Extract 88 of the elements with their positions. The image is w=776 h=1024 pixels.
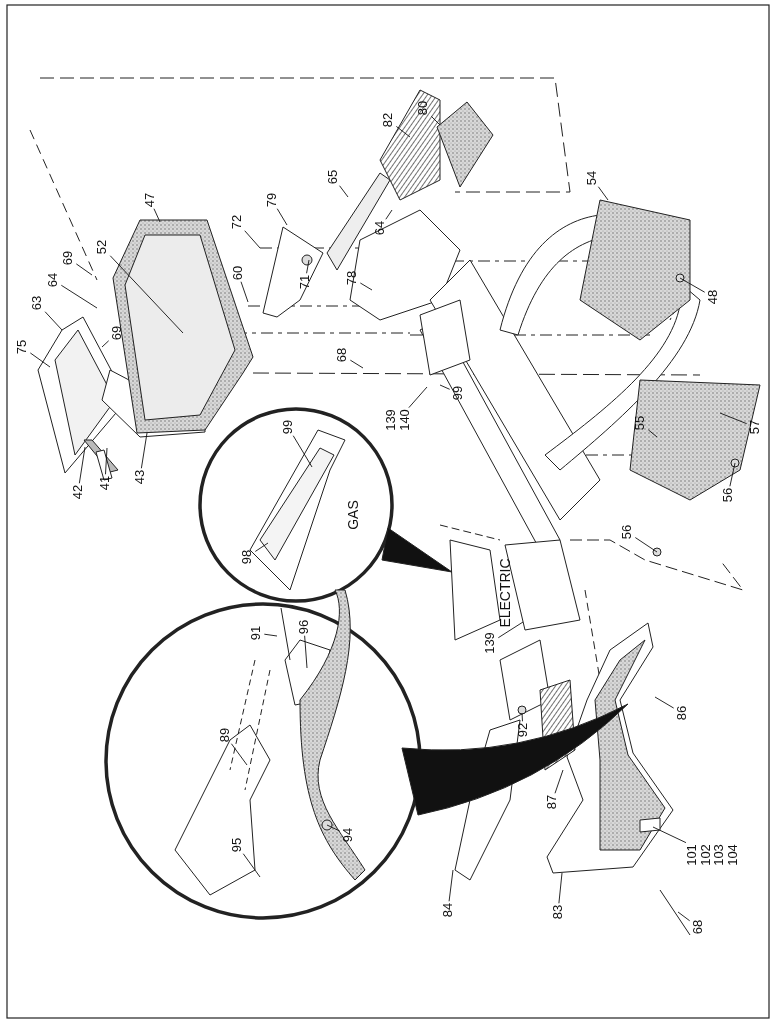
- callout-number: 87: [545, 794, 559, 810]
- callout-number: 99: [281, 419, 295, 435]
- callout-number: 101 102 103 104: [684, 844, 740, 866]
- callout-number: 78: [345, 270, 359, 286]
- callout-number: 98: [240, 549, 254, 565]
- leader-line: [60, 284, 98, 309]
- callout-number: 84: [441, 902, 455, 918]
- leader-line: [240, 281, 249, 303]
- leader-line: [44, 311, 63, 331]
- leader-line: [430, 115, 441, 126]
- leader-line: [408, 386, 428, 409]
- callout-number: 52: [95, 239, 109, 255]
- leader-line: [304, 635, 308, 669]
- callout-number: 64: [373, 220, 387, 236]
- leader-line: [263, 633, 278, 637]
- leader-line: [242, 853, 261, 878]
- callout-number: 80: [416, 100, 430, 116]
- leader-line: [78, 446, 86, 484]
- callout-number: 75: [15, 339, 29, 355]
- callout-number: 65: [326, 169, 340, 185]
- leader-line: [654, 696, 675, 709]
- leader-line: [395, 126, 411, 138]
- leader-line: [554, 769, 564, 794]
- callout-number: 89: [218, 727, 232, 743]
- leader-line: [109, 255, 184, 334]
- leader-line: [101, 340, 110, 348]
- callout-number: 82: [381, 112, 395, 128]
- leader-line: [105, 447, 108, 475]
- leader-line: [230, 743, 248, 766]
- callout-number: 92: [516, 722, 530, 738]
- callout-number: 60: [231, 265, 245, 281]
- callout-number: 139: [483, 632, 497, 654]
- leader-line: [339, 185, 349, 198]
- leader-line: [677, 911, 691, 922]
- callout-number: 41: [98, 475, 112, 491]
- callout-number: 68: [691, 919, 705, 935]
- callout-number: 48: [706, 289, 720, 305]
- leader-line: [647, 429, 658, 438]
- callout-number: 95: [230, 837, 244, 853]
- leader-line: [521, 712, 523, 722]
- callout-number: 54: [585, 170, 599, 186]
- callout-number: 99: [451, 385, 465, 401]
- leader-line: [729, 462, 736, 487]
- callout-number: 86: [675, 705, 689, 721]
- variant-label: ELECTRIC: [497, 558, 513, 628]
- callout-number: 56: [620, 524, 634, 540]
- leader-line: [140, 432, 148, 469]
- leader-line: [597, 186, 609, 201]
- leader-line: [634, 537, 658, 553]
- leader-line: [306, 259, 310, 274]
- callout-number: 57: [748, 419, 762, 435]
- callout-number: 43: [133, 469, 147, 485]
- callout-number: 96: [297, 619, 311, 635]
- leader-line: [244, 230, 261, 249]
- leader-line: [153, 208, 161, 223]
- leader-line: [326, 824, 341, 832]
- callout-number: 69: [110, 325, 124, 341]
- callout-number: 139 140: [384, 409, 412, 431]
- callout-number: 69: [61, 250, 75, 266]
- leader-line: [448, 869, 454, 902]
- leader-line: [359, 282, 373, 291]
- callout-number: 42: [71, 484, 85, 500]
- callout-number: 47: [143, 192, 157, 208]
- leader-line: [679, 277, 706, 293]
- callout-number: 91: [249, 625, 263, 641]
- callout-number: 94: [341, 827, 355, 843]
- callout-number: 63: [30, 295, 44, 311]
- callout-number: 79: [265, 192, 279, 208]
- leader-line: [385, 209, 393, 220]
- callout-number: 83: [551, 904, 565, 920]
- leader-line: [254, 542, 269, 552]
- leader-line: [719, 412, 748, 425]
- callout-number: 72: [230, 214, 244, 230]
- callout-number: 56: [721, 487, 735, 503]
- variant-label: GAS: [345, 500, 361, 530]
- callout-number: 68: [335, 347, 349, 363]
- leader-line: [439, 384, 451, 390]
- callout-number: 64: [46, 272, 60, 288]
- leader-line: [276, 208, 288, 226]
- leader-line: [558, 872, 563, 904]
- leader-line: [29, 352, 51, 368]
- leader-line: [652, 826, 687, 844]
- leader-line: [497, 621, 524, 639]
- callout-number: 55: [633, 415, 647, 431]
- leader-line: [75, 263, 93, 276]
- callout-number: 71: [298, 274, 312, 290]
- leader-line: [349, 359, 364, 369]
- leader-line: [292, 435, 313, 468]
